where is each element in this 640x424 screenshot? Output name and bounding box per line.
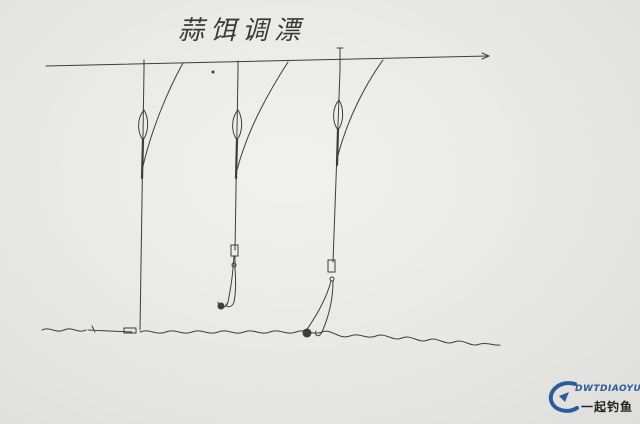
watermark-brand: DWTDIAOYU bbox=[575, 384, 640, 394]
rig-2-hook-line-right bbox=[225, 255, 237, 308]
diagram-title: 蒜饵调漂 bbox=[178, 16, 307, 46]
rig-1-drift-line bbox=[142, 62, 184, 167]
rig-2-hook-line-left bbox=[217, 255, 235, 308]
logo-swoosh-icon bbox=[548, 381, 579, 413]
axis-arrow-icon bbox=[481, 52, 491, 60]
rig-1 bbox=[87, 59, 184, 334]
rig-3-sinker bbox=[327, 259, 336, 273]
watermark-subtitle: 一起钓鱼 bbox=[581, 400, 634, 414]
rig-2-sinker bbox=[230, 244, 239, 257]
rig-3-bait bbox=[302, 328, 312, 338]
rig-1-float-stem bbox=[140, 138, 145, 180]
rig-2-drift-line bbox=[236, 61, 289, 171]
rig-1-bottom-bait bbox=[87, 325, 137, 334]
water-surface-line bbox=[45, 52, 491, 67]
rig-3-hook-line-right bbox=[315, 280, 334, 337]
watermark: DWTDIAOYU 一起钓鱼 bbox=[545, 378, 640, 418]
rig-2-bait bbox=[217, 302, 225, 310]
rig-3-hook-line-left bbox=[305, 280, 332, 332]
rig-3-main-line bbox=[332, 47, 344, 263]
rig-3-drift-line bbox=[337, 59, 384, 156]
rig-2-float-stem bbox=[234, 138, 239, 180]
rig-3 bbox=[302, 47, 384, 338]
rig-2-swivel bbox=[231, 262, 237, 268]
rig-3-swivel bbox=[329, 276, 335, 282]
rig-2 bbox=[217, 60, 289, 310]
rig-3-float-stem bbox=[335, 128, 340, 167]
bottom-line bbox=[41, 328, 501, 346]
rig-1-main-line bbox=[139, 59, 145, 331]
pencil-dot bbox=[211, 70, 215, 74]
